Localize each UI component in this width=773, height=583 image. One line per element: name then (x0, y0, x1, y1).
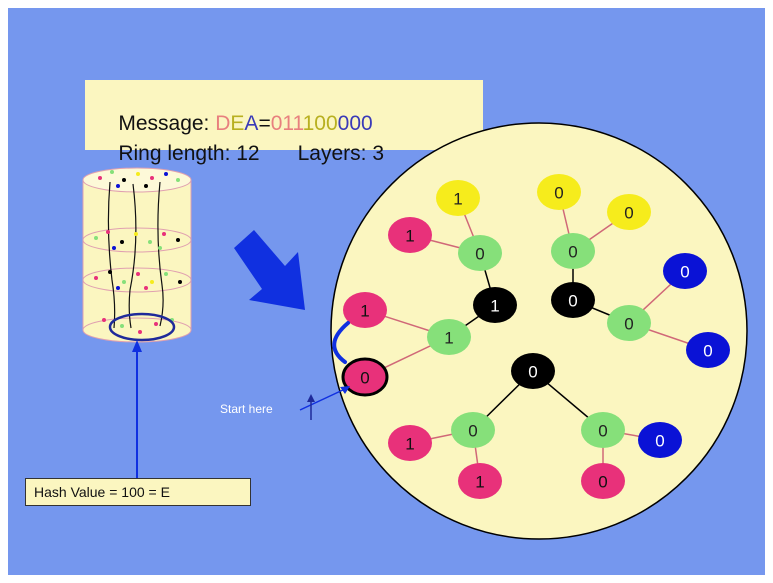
tree-node-label: 1 (490, 297, 499, 316)
tree-node: 0 (581, 412, 625, 448)
tree-node: 0 (341, 357, 389, 397)
tree-node: 1 (427, 319, 471, 355)
message-prefix: Message: (118, 112, 216, 135)
tree-node: 0 (511, 353, 555, 389)
tree-node-label: 0 (568, 243, 577, 262)
tree-node-shape (551, 233, 595, 269)
tree-node-label: 0 (475, 245, 484, 264)
tree-node: 1 (473, 287, 517, 323)
tree-node-shape (581, 412, 625, 448)
hash-value-box: Hash Value = 100 = E (25, 478, 251, 506)
ring-layer-2 (82, 227, 192, 253)
tree-node-shape (607, 194, 651, 230)
message-letter-d: D (215, 112, 231, 135)
tree-node-shape (551, 282, 595, 318)
tree-node-label: 1 (453, 190, 462, 209)
tree-node-label: 1 (405, 435, 414, 454)
tree-node-label: 0 (528, 363, 537, 382)
tree-node: 1 (343, 292, 387, 328)
tree-node-shape (427, 319, 471, 355)
tree-node: 1 (436, 180, 480, 216)
tree-node: 0 (458, 235, 502, 271)
tree-node: 0 (607, 194, 651, 230)
tree-node-shape (663, 253, 707, 289)
tree-node-label: 1 (475, 473, 484, 492)
tree-node-label: 0 (568, 292, 577, 311)
tree-node-shape (388, 217, 432, 253)
tree-node-shape (473, 287, 517, 323)
tree-node-label: 1 (444, 329, 453, 348)
message-equals: = (258, 112, 271, 135)
tree-node-label: 0 (598, 422, 607, 441)
tree-node: 0 (638, 422, 682, 458)
hash-pointer-arrowhead (132, 340, 142, 352)
hash-ring-cylinder (82, 167, 192, 343)
tree-node-shape (537, 174, 581, 210)
tree-node: 0 (581, 463, 625, 499)
tree-node: 1 (458, 463, 502, 499)
tree-node-label: 1 (405, 227, 414, 246)
tree-node-label: 1 (360, 302, 369, 321)
cylinder-thread (107, 181, 116, 329)
tree-node-label: 0 (624, 204, 633, 223)
start-pointer-line (299, 388, 346, 411)
tree-node: 1 (388, 425, 432, 461)
tree-nodes: 1 1 0 0 0 0 0 1 0 1 1 0 0 0 0 0 0 0 1 1 0 (341, 174, 730, 499)
tree-node-shape (458, 235, 502, 271)
tree-node: 1 (388, 217, 432, 253)
tree-node-shape (343, 292, 387, 328)
ring-info-line: Ring length: 12 Layers: 3 (95, 118, 384, 190)
cylinder-bottom (82, 317, 192, 343)
message-bits-3: 000 (337, 112, 373, 135)
tree-node-label: 0 (680, 263, 689, 282)
tree-node-label: 0 (624, 315, 633, 334)
tree-node: 0 (607, 305, 651, 341)
start-pointer-arrowhead (340, 386, 350, 394)
tree-node-label: 0 (598, 473, 607, 492)
tree-node-shape (388, 425, 432, 461)
cylinder-top (82, 167, 192, 193)
tree-node-shape (458, 463, 502, 499)
tree-node-shape (341, 357, 389, 397)
message-letter-e: E (230, 112, 245, 135)
message-bits-1: 011 (270, 112, 303, 135)
layers-text: Layers: 3 (297, 142, 385, 165)
cylinder-thread (157, 181, 164, 327)
tree-node-shape (581, 463, 625, 499)
message-line: Message: DEA=011100000 (95, 88, 373, 160)
message-info-box: Message: DEA=011100000 Ring length: 12 La… (85, 80, 483, 165)
tree-node: 0 (663, 253, 707, 289)
tree-node: 0 (551, 233, 595, 269)
tree-node: 0 (551, 282, 595, 318)
tree-node-label: 0 (360, 369, 369, 388)
tree-node-label: 0 (554, 184, 563, 203)
tree-node: 0 (537, 174, 581, 210)
start-here-label: Start here (220, 402, 273, 416)
tree-node-label: 0 (655, 432, 664, 451)
tree-node: 0 (686, 332, 730, 368)
ring-layer-3 (82, 267, 192, 293)
hash-value-text: Hash Value = 100 = E (34, 484, 170, 500)
message-bits-2: 100 (302, 112, 338, 135)
message-letter-a: A (244, 112, 259, 135)
tree-node-label: 0 (703, 342, 712, 361)
big-diagonal-arrow (234, 230, 305, 310)
tree-node-shape (436, 180, 480, 216)
tree-node-shape (607, 305, 651, 341)
start-up-arrowhead (307, 394, 315, 402)
selected-ring-highlight (108, 312, 176, 342)
ring-length-text: Ring length: 12 (118, 142, 260, 165)
tree-node-shape (638, 422, 682, 458)
tree-node-shape (511, 353, 555, 389)
tree-node-label: 0 (468, 422, 477, 441)
tree-node-shape (451, 412, 495, 448)
rotation-arc (332, 321, 350, 364)
tree-node-shape (686, 332, 730, 368)
tree-node: 0 (451, 412, 495, 448)
cylinder-dots (94, 170, 182, 334)
cylinder-body (83, 180, 191, 330)
